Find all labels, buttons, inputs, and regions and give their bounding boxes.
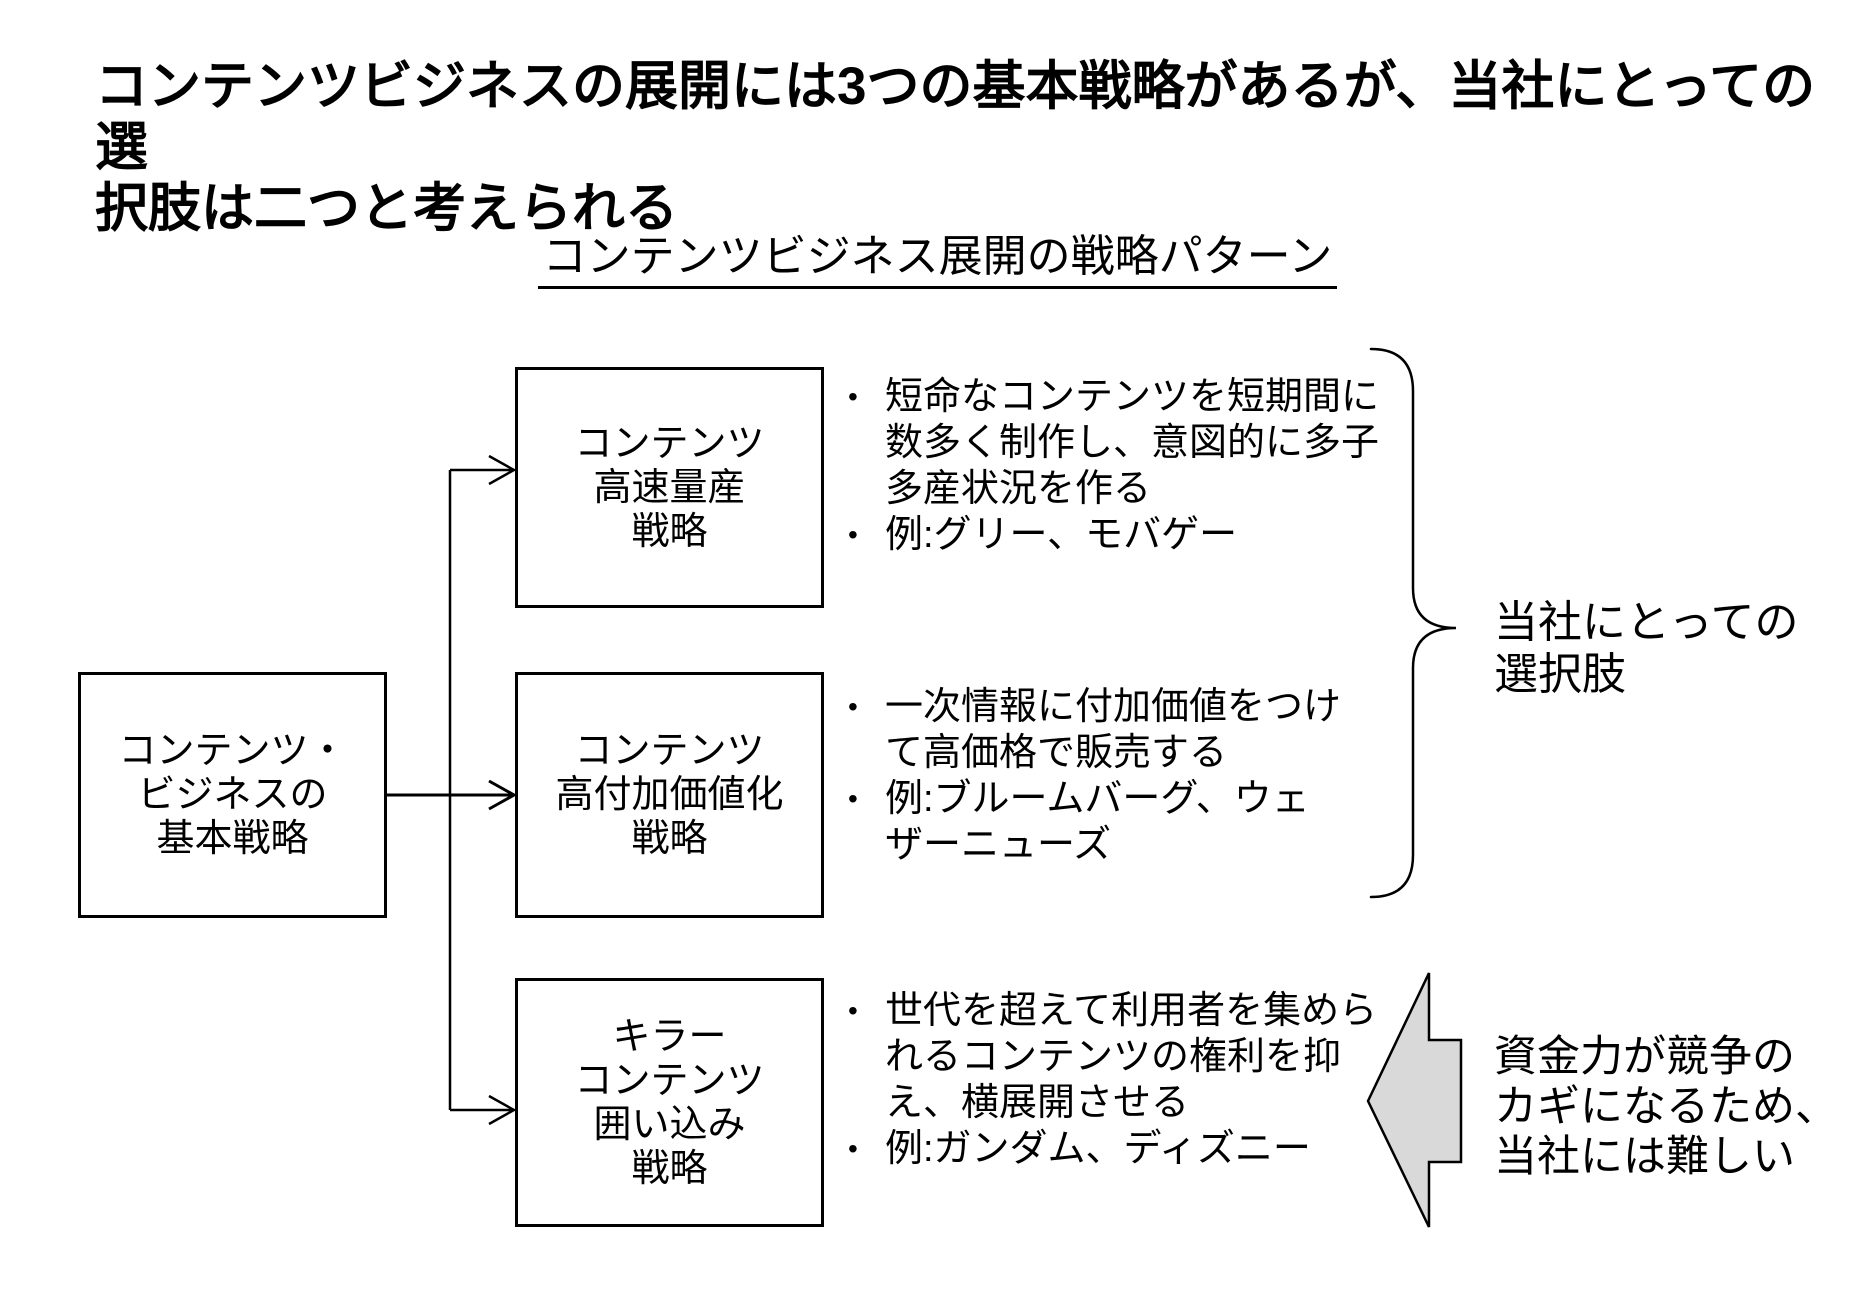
bullet-text: 例:ブルームバーグ、ウェ ザーニューズ <box>885 776 1310 868</box>
arrowhead-top-icon <box>488 454 517 486</box>
strategy-box-line: 高速量産 <box>593 466 746 509</box>
strategy-box-line: 高付加価値化 <box>555 774 784 816</box>
bullet-item: • 例:ガンダム、ディズニー <box>848 1126 1388 1172</box>
bullet-text-line: 数多く制作し、意図的に多子 <box>885 422 1380 464</box>
bullet-text-line: 例:ブルームバーグ、ウェ <box>885 778 1310 820</box>
bullet-item: • 世代を超えて利用者を集めら れるコンテンツの権利を抑 え、横展開させる <box>848 988 1388 1126</box>
arrowhead-middle-icon <box>488 779 518 811</box>
bullet-dot: • <box>848 995 858 1026</box>
page-title-line-1: コンテンツビジネスの展開には3つの基本戦略があるが、当社にとっての選 <box>95 57 1816 177</box>
bullet-text-line: ザーニューズ <box>885 824 1112 866</box>
bullet-text-line: 世代を超えて利用者を集めら <box>885 990 1378 1032</box>
strategy-box-mass-production: コンテンツ 高速量産 戦略 <box>515 367 824 608</box>
diagram-heading: コンテンツビジネス展開の戦略パターン <box>537 232 1338 289</box>
root-box-line: コンテンツ・ <box>118 730 347 772</box>
bullet-list-killer-content: • 世代を超えて利用者を集めら れるコンテンツの権利を抑 え、横展開させる • … <box>848 988 1388 1172</box>
bullet-text: 一次情報に付加価値をつけ て高価格で販売する <box>885 684 1341 776</box>
bullet-text-line: 例:グリー、モバゲー <box>885 514 1238 556</box>
strategy-box-line: コンテンツ <box>574 1059 765 1102</box>
choice-annotation-line: 選択肢 <box>1494 650 1626 699</box>
bullet-item: • 一次情報に付加価値をつけ て高価格で販売する <box>848 684 1388 776</box>
difficulty-annotation-line: 資金力が競争の <box>1494 1033 1795 1081</box>
bullet-dot: • <box>848 519 858 550</box>
choice-annotation-label: 当社にとっての 選択肢 <box>1494 597 1798 701</box>
root-box-line: ビジネスの <box>137 774 328 816</box>
bullet-dot: • <box>848 783 858 814</box>
difficulty-annotation-line: カギになるため、 <box>1494 1083 1838 1131</box>
bullet-text-line: れるコンテンツの権利を抑 <box>885 1036 1342 1078</box>
bullet-text-line: 一次情報に付加価値をつけ <box>885 686 1342 728</box>
strategy-box-line: キラー <box>612 1015 727 1058</box>
strategy-box-line: 戦略 <box>631 510 708 553</box>
bullet-dot: • <box>848 691 858 722</box>
strategy-box-line: 囲い込み <box>593 1103 746 1146</box>
bullet-item: • 例:グリー、モバゲー <box>848 512 1388 558</box>
bullet-text: 例:グリー、モバゲー <box>885 512 1237 558</box>
bullet-text-line: て高価格で販売する <box>885 732 1228 774</box>
bullet-list-high-value: • 一次情報に付加価値をつけ て高価格で販売する • 例:ブルームバーグ、ウェ … <box>848 684 1388 868</box>
bullet-dot: • <box>848 1133 858 1164</box>
strategy-box-line: コンテンツ <box>574 422 765 465</box>
bullet-text: 短命なコンテンツを短期間に 数多く制作し、意図的に多子 多産状況を作る <box>885 374 1379 512</box>
bullet-item: • 短命なコンテンツを短期間に 数多く制作し、意図的に多子 多産状況を作る <box>848 374 1388 512</box>
strategy-box-killer-content: キラー コンテンツ 囲い込み 戦略 <box>515 978 824 1227</box>
diagram-heading-wrap: コンテンツビジネス展開の戦略パターン <box>0 232 1875 289</box>
root-strategy-box: コンテンツ・ ビジネスの 基本戦略 <box>78 672 387 918</box>
difficulty-annotation-line: 当社には難しい <box>1494 1133 1795 1181</box>
bullet-item: • 例:ブルームバーグ、ウェ ザーニューズ <box>848 776 1388 868</box>
bullet-list-mass-production: • 短命なコンテンツを短期間に 数多く制作し、意図的に多子 多産状況を作る • … <box>848 374 1388 558</box>
bullet-text: 世代を超えて利用者を集めら れるコンテンツの権利を抑 え、横展開させる <box>885 988 1377 1126</box>
root-box-line: 基本戦略 <box>156 818 309 860</box>
difficulty-annotation-label: 資金力が競争の カギになるため、 当社には難しい <box>1494 1032 1838 1182</box>
strategy-box-line: 戦略 <box>631 818 708 860</box>
bullet-dot: • <box>848 381 858 412</box>
bullet-text-line: 多産状況を作る <box>885 468 1152 510</box>
bullet-text-line: 例:ガンダム、ディズニー <box>885 1128 1311 1170</box>
strategy-box-high-value: コンテンツ 高付加価値化 戦略 <box>515 672 824 918</box>
bullet-text-line: え、横展開させる <box>885 1082 1190 1124</box>
strategy-box-line: コンテンツ <box>574 730 765 772</box>
bullet-text: 例:ガンダム、ディズニー <box>885 1126 1311 1172</box>
page-title-line-2: 択肢は二つと考えられる <box>95 179 678 238</box>
arrowhead-bottom-icon <box>488 1094 517 1126</box>
page-title: コンテンツビジネスの展開には3つの基本戦略があるが、当社にとっての選 択肢は二つ… <box>95 56 1865 239</box>
strategy-box-line: 戦略 <box>631 1147 708 1190</box>
choice-annotation-line: 当社にとっての <box>1494 598 1799 647</box>
bullet-text-line: 短命なコンテンツを短期間に <box>885 376 1380 418</box>
